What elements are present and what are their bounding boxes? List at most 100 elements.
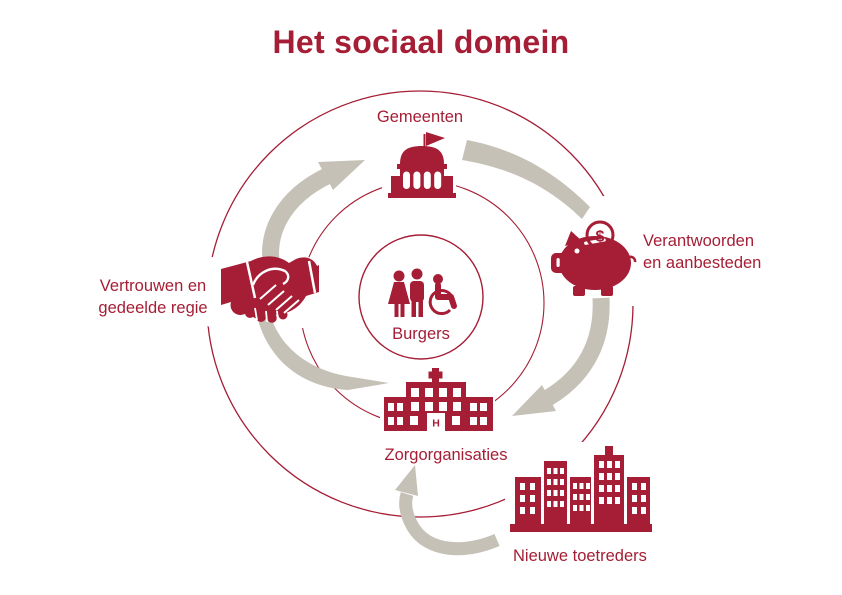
government-building-icon — [388, 132, 456, 198]
nieuwe-toetreders-label: Nieuwe toetreders — [513, 547, 647, 565]
window — [520, 507, 525, 514]
window — [579, 494, 584, 500]
arrow-body — [399, 492, 500, 556]
window — [397, 403, 403, 411]
window — [520, 495, 525, 502]
arrow-handshake-to-gemeenten — [262, 160, 365, 270]
woman-icon — [388, 270, 410, 317]
window — [607, 473, 612, 480]
node-vertrouwen: Vertrouwen en gedeelde regie — [98, 256, 319, 323]
verantwoorden-label-line1: Verantwoorden — [643, 232, 754, 250]
window — [453, 402, 461, 411]
window — [425, 388, 433, 397]
window — [434, 171, 442, 189]
node-gemeenten: Gemeenten — [377, 108, 463, 198]
city-buildings-icon — [510, 446, 652, 532]
window — [530, 483, 535, 490]
window — [423, 171, 431, 189]
window — [413, 171, 421, 189]
window — [453, 388, 461, 397]
node-zorgorganisaties: H Zorgorganisaties — [384, 368, 507, 464]
coin-symbol: $ — [596, 229, 605, 246]
window — [547, 479, 551, 485]
node-nieuwe-toetreders: Nieuwe toetreders — [510, 446, 652, 565]
arrowhead-icon — [512, 385, 556, 416]
man-icon — [410, 268, 424, 317]
window — [470, 417, 477, 425]
arrowhead-icon — [395, 465, 418, 496]
window — [520, 483, 525, 490]
page-title: Het sociaal domein — [272, 24, 570, 60]
arrow-body — [543, 297, 610, 406]
piggy-bank-icon: $ — [551, 220, 637, 296]
window — [480, 417, 487, 425]
window — [439, 402, 447, 411]
verantwoorden-label-line2: en aanbesteden — [643, 254, 761, 272]
window — [547, 468, 551, 474]
window — [388, 417, 394, 425]
window — [553, 479, 558, 485]
window — [615, 497, 620, 504]
window — [579, 483, 584, 489]
window — [641, 495, 646, 502]
window — [641, 483, 646, 490]
eye — [574, 248, 580, 254]
window — [607, 497, 612, 504]
window — [615, 485, 620, 492]
window — [439, 388, 447, 397]
window — [411, 402, 419, 411]
coin-icon — [585, 220, 615, 250]
zorgorganisaties-label: Zorgorganisaties — [385, 446, 508, 464]
window — [632, 483, 637, 490]
window — [530, 507, 535, 514]
arrow-body — [262, 168, 331, 270]
arrow-gemeenten-to-piggy — [462, 140, 590, 219]
window — [586, 494, 590, 500]
window — [573, 505, 577, 511]
node-verantwoorden: $ Verantwoorden en aanbesteden — [551, 220, 761, 296]
window — [573, 483, 577, 489]
window — [579, 505, 584, 511]
arrow-piggy-to-zorg — [512, 297, 610, 416]
arrowhead-icon — [318, 160, 365, 190]
window — [553, 501, 558, 507]
window — [553, 490, 558, 496]
window — [632, 507, 637, 514]
window — [452, 416, 460, 425]
window — [553, 468, 558, 474]
window — [425, 402, 433, 411]
nostril — [556, 258, 560, 267]
wheelchair-user-icon — [428, 274, 457, 316]
window — [615, 473, 620, 480]
window — [599, 473, 604, 480]
window — [586, 483, 590, 489]
window — [586, 505, 590, 511]
window — [388, 403, 394, 411]
window — [632, 495, 637, 502]
window — [560, 479, 564, 485]
burgers-label: Burgers — [392, 325, 450, 343]
window — [599, 461, 604, 468]
gemeenten-label: Gemeenten — [377, 108, 463, 126]
window — [641, 507, 646, 514]
window — [560, 490, 564, 496]
door — [427, 413, 445, 431]
vertrouwen-label-line2: gedeelde regie — [98, 299, 207, 317]
center-node-burgers: Burgers — [358, 234, 484, 360]
window — [599, 485, 604, 492]
window — [615, 461, 620, 468]
window — [397, 417, 403, 425]
window — [547, 501, 551, 507]
window — [607, 485, 612, 492]
window — [599, 497, 604, 504]
burgers-circle — [358, 234, 484, 360]
door-letter: H — [432, 418, 440, 430]
window — [411, 388, 419, 397]
window — [547, 490, 551, 496]
window — [480, 403, 487, 411]
window — [470, 403, 477, 411]
arrow-toetreders-to-zorg — [395, 465, 500, 556]
window — [607, 461, 612, 468]
window — [560, 501, 564, 507]
